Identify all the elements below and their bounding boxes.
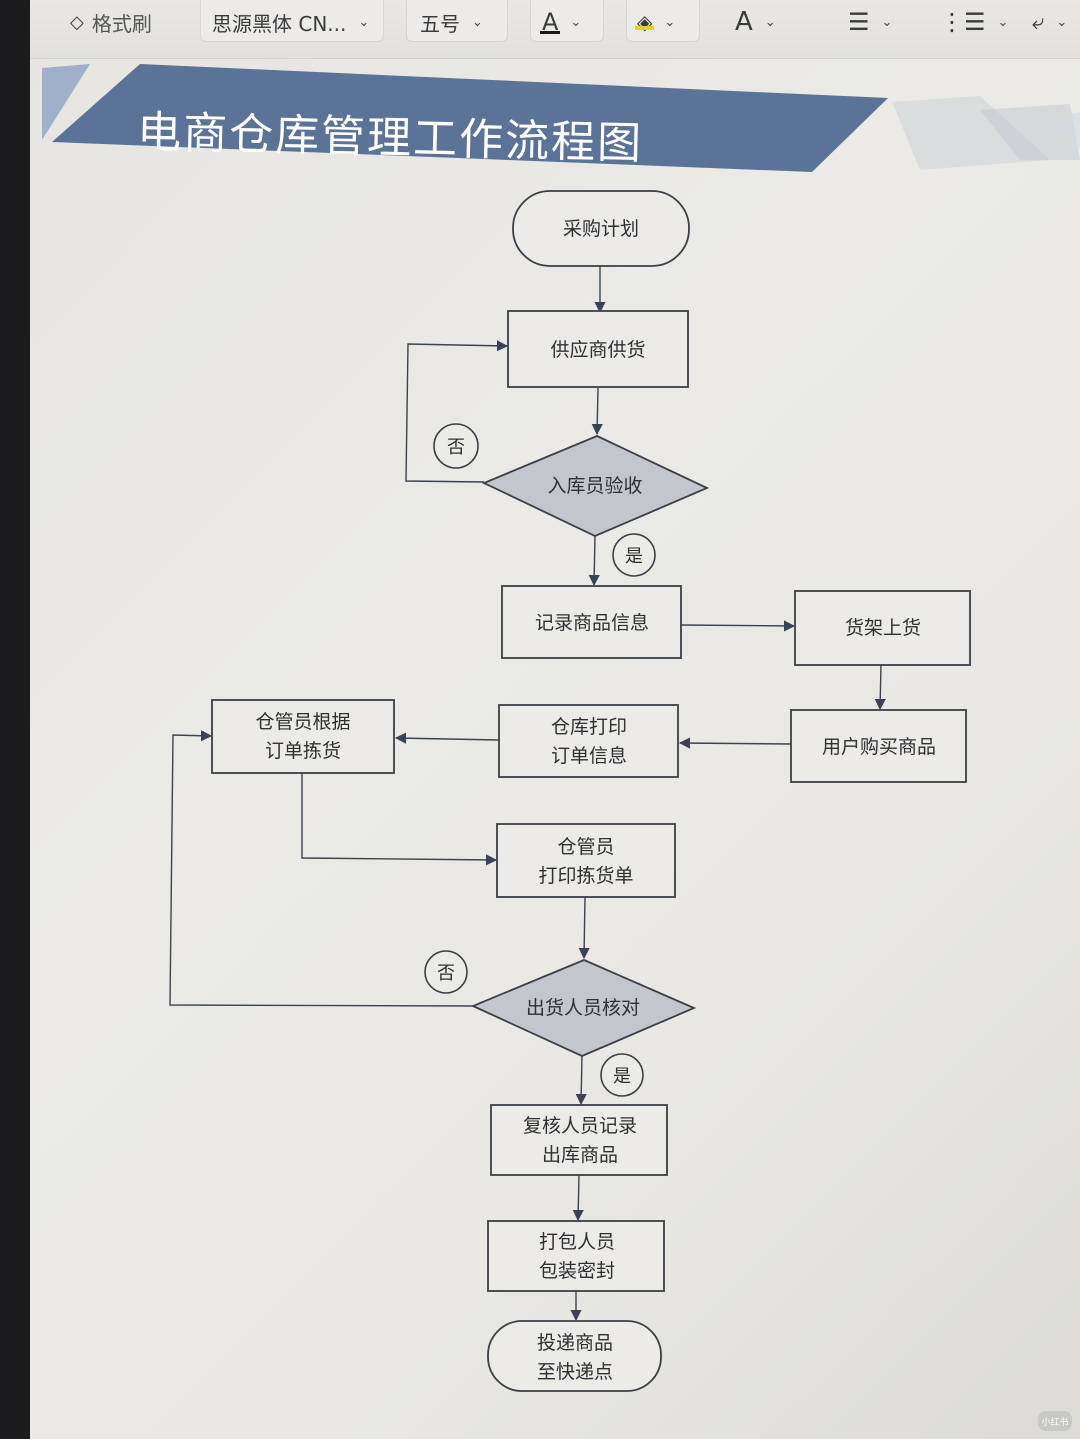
pack-label-line2: 包装密封 <box>539 1260 615 1282</box>
shelve-box <box>794 590 971 666</box>
deliver-label-line1: 投递商品 <box>537 1332 613 1354</box>
font-size-select[interactable] <box>406 0 508 42</box>
yes-badge-2-label: 是 <box>613 1066 631 1087</box>
check-label: 出货人员核对 <box>526 997 640 1019</box>
supplier-label: 供应商供货 <box>550 339 645 361</box>
print-pick-label-line2: 打印拣货单 <box>538 865 633 887</box>
font-size-value: 五号 ⌄ <box>420 11 483 36</box>
check-decision <box>470 959 697 1057</box>
list-button[interactable]: ⋮☰ ⌄ <box>940 0 1008 44</box>
chevron-down-icon: ⌄ <box>764 14 776 30</box>
chevron-down-icon: ⌄ <box>881 14 893 30</box>
yes-badge-1 <box>612 533 656 577</box>
connector-purchase-to-print-order <box>678 737 792 749</box>
no-badge-2-label: 否 <box>437 963 455 984</box>
print-order-label-line2: 订单信息 <box>551 745 627 767</box>
connector-pick-to-print-pick <box>301 773 498 866</box>
connector-shelve-to-purchase <box>874 664 886 711</box>
connector-record-to-shelve <box>680 620 796 632</box>
purchase-label: 用户购买商品 <box>822 736 936 758</box>
format-painter-button[interactable]: ◇ 格式刷 <box>70 11 152 36</box>
shelve-label: 货架上货 <box>845 617 921 639</box>
chevron-down-icon: ⌄ <box>570 14 582 30</box>
text-style-icon: A <box>735 7 753 37</box>
align-lines-icon: ☰ <box>848 8 870 36</box>
bulleted-list-icon: ⋮☰ <box>940 8 986 36</box>
print-order-box <box>498 704 679 778</box>
pick-label-line2: 订单拣货 <box>265 740 341 762</box>
inspect-decision <box>481 435 710 537</box>
no-badge-1-label: 否 <box>447 437 465 458</box>
connector-check-to-review <box>575 1054 587 1106</box>
font-family-value: 思源黑体 CN... ⌄ <box>212 11 370 36</box>
watermark-logo: 小红书 <box>1038 1411 1072 1431</box>
chevron-down-icon: ⌄ <box>997 14 1009 30</box>
font-style-button[interactable]: A ⌄ <box>735 0 776 44</box>
text-wrap-button[interactable]: ⤶ ⌄ <box>1032 0 1067 44</box>
deliver-label-line2: 至快递点 <box>537 1361 613 1383</box>
inspect-label: 入库员验收 <box>547 475 642 497</box>
highlight-control: ◈ ⌄ <box>635 0 676 44</box>
font-color-button[interactable] <box>530 0 604 42</box>
connector-review-to-pack <box>572 1174 584 1222</box>
align-button[interactable]: ☰ ⌄ <box>848 0 892 44</box>
connector-inspect-to-record <box>588 535 600 587</box>
record-label: 记录商品信息 <box>535 612 649 634</box>
pick-label-line1: 仓管员根据 <box>255 711 350 733</box>
chevron-down-icon: ⌄ <box>1056 14 1068 30</box>
banner-shape <box>42 64 1080 172</box>
font-color-control: A ⌄ <box>540 0 582 44</box>
pack-label-line1: 打包人员 <box>539 1231 615 1253</box>
print-pick-box <box>496 823 676 898</box>
chevron-down-icon: ⌄ <box>664 14 676 30</box>
connector-check-no-loop <box>169 730 474 1007</box>
review-label-line1: 复核人员记录 <box>523 1115 637 1137</box>
purchase-box <box>790 709 967 783</box>
chevron-down-icon: ⌄ <box>358 14 370 30</box>
print-order-label-line1: 仓库打印 <box>551 716 627 738</box>
pick-box <box>211 699 395 774</box>
yes-badge-1-label: 是 <box>625 546 643 567</box>
print-pick-label-line1: 仓管员 <box>557 836 614 858</box>
connector-supplier-to-inspect <box>591 387 603 436</box>
font-family-select[interactable] <box>200 0 384 42</box>
record-box <box>501 585 682 659</box>
connector-inspect-no-loop <box>405 340 509 483</box>
review-label-line2: 出库商品 <box>542 1144 618 1166</box>
review-box <box>490 1104 668 1176</box>
start-terminal <box>512 190 690 267</box>
text-wrap-icon: ⤶ <box>1032 9 1045 35</box>
deliver-terminal <box>487 1320 662 1392</box>
chevron-down-icon: ⌄ <box>472 14 483 30</box>
connector-print-order-to-pick <box>394 732 500 744</box>
pack-box <box>487 1220 665 1292</box>
highlight-button[interactable] <box>626 0 700 42</box>
formatting-toolbar: ◇ 格式刷 思源黑体 CN... ⌄ 五号 ⌄ A ⌄ ◈ ⌄ <box>30 0 1080 59</box>
eraser-icon: ◇ <box>70 11 84 33</box>
start-label: 采购计划 <box>563 218 639 240</box>
connector-print-pick-to-check <box>578 896 590 960</box>
yes-badge-2 <box>600 1053 644 1097</box>
no-badge-1 <box>433 423 479 469</box>
paint-bucket-icon: ◈ <box>635 10 655 34</box>
supplier-box <box>507 310 689 388</box>
font-color-icon: A <box>540 8 561 36</box>
no-badge-2 <box>424 950 468 994</box>
